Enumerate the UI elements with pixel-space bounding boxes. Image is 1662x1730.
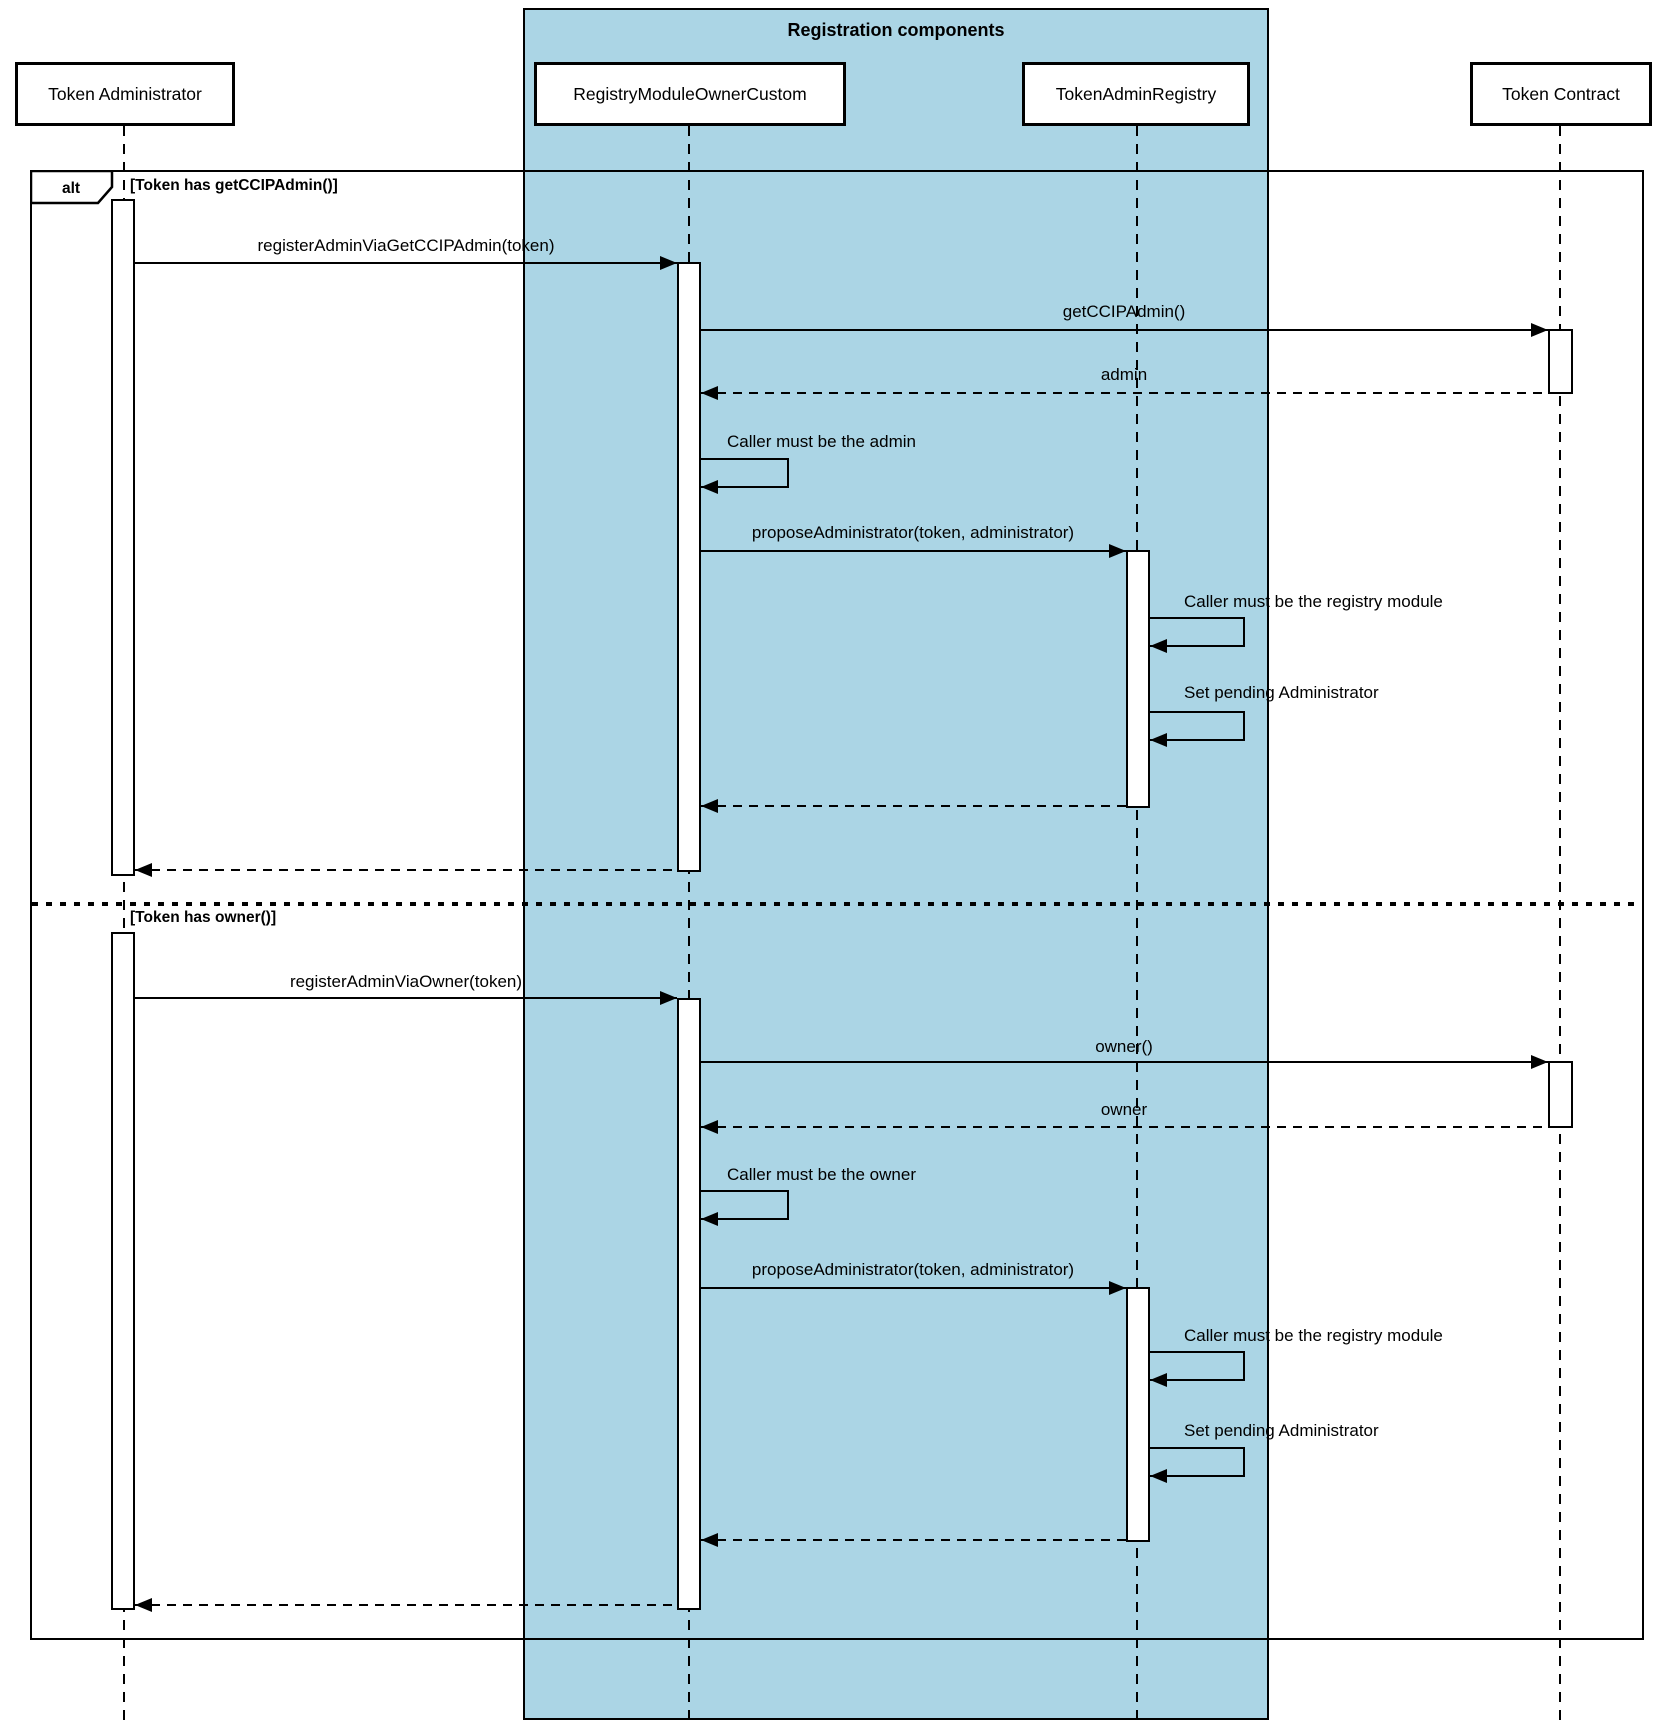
alt-divider xyxy=(32,902,1642,906)
arrowhead-icon xyxy=(1150,1373,1167,1387)
activation-token-admin-registry-2 xyxy=(1126,1287,1150,1542)
message-owner xyxy=(701,1061,1548,1063)
arrowhead-icon xyxy=(135,1598,152,1612)
arrowhead-icon xyxy=(1531,323,1548,337)
activation-token-administrator-2 xyxy=(111,932,135,1610)
self-message-caller-registry-module-1 xyxy=(1150,617,1245,647)
participant-registry-module-owner-custom: RegistryModuleOwnerCustom xyxy=(534,62,846,126)
return-to-registry-module-2 xyxy=(701,1539,1126,1541)
arrowhead-icon xyxy=(1150,1469,1167,1483)
self-message-caller-registry-module-2 xyxy=(1150,1351,1245,1381)
arrowhead-icon xyxy=(1109,544,1126,558)
return-admin xyxy=(701,392,1548,394)
guard-token-has-getccipadmin: [Token has getCCIPAdmin()] xyxy=(130,177,338,194)
message-label-get-ccip-admin: getCCIPAdmin() xyxy=(1062,302,1186,321)
self-message-label-caller-admin: Caller must be the admin xyxy=(727,432,916,451)
self-message-label-set-pending-1: Set pending Administrator xyxy=(1184,683,1379,702)
arrowhead-icon xyxy=(1150,639,1167,653)
message-propose-administrator-1 xyxy=(701,550,1126,552)
activation-registry-module-2 xyxy=(677,998,701,1610)
arrowhead-icon xyxy=(701,1212,718,1226)
arrowhead-icon xyxy=(660,991,677,1005)
self-message-set-pending-administrator-1 xyxy=(1150,711,1245,741)
activation-token-administrator-1 xyxy=(111,199,135,876)
participant-token-contract: Token Contract xyxy=(1470,62,1652,126)
self-message-caller-must-be-owner xyxy=(701,1190,789,1220)
participant-token-administrator: Token Administrator xyxy=(15,62,235,126)
self-message-label-set-pending-2: Set pending Administrator xyxy=(1184,1421,1379,1440)
message-label-register-getccipadmin: registerAdminViaGetCCIPAdmin(token) xyxy=(257,236,555,255)
message-get-ccip-admin xyxy=(701,329,1548,331)
arrowhead-icon xyxy=(135,863,152,877)
self-message-caller-must-be-admin xyxy=(701,458,789,488)
lifeline-token-contract xyxy=(1559,126,1561,1722)
arrowhead-icon xyxy=(701,386,718,400)
alt-frame xyxy=(30,170,1644,1640)
return-to-token-administrator-1 xyxy=(135,869,677,871)
arrowhead-icon xyxy=(1531,1055,1548,1069)
guard-token-has-owner: [Token has owner()] xyxy=(130,909,277,926)
self-message-label-caller-owner: Caller must be the owner xyxy=(727,1165,916,1184)
region-title: Registration components xyxy=(787,20,1005,40)
arrowhead-icon xyxy=(1109,1281,1126,1295)
arrowhead-icon xyxy=(701,1533,718,1547)
self-message-label-registry-module-1: Caller must be the registry module xyxy=(1184,592,1443,611)
message-register-admin-via-owner xyxy=(135,997,677,999)
message-label-propose-administrator-2: proposeAdministrator(token, administrato… xyxy=(751,1260,1075,1279)
alt-operator-pentagon: alt xyxy=(30,170,114,205)
lifeline-registry-module-owner-custom xyxy=(688,126,690,1722)
activation-token-contract-2 xyxy=(1548,1061,1573,1128)
message-label-register-owner: registerAdminViaOwner(token) xyxy=(289,972,523,991)
arrowhead-icon xyxy=(701,480,718,494)
return-owner xyxy=(701,1126,1548,1128)
message-label-propose-administrator-1: proposeAdministrator(token, administrato… xyxy=(751,523,1075,542)
activation-registry-module-1 xyxy=(677,262,701,872)
arrowhead-icon xyxy=(660,256,677,270)
self-message-set-pending-administrator-2 xyxy=(1150,1447,1245,1477)
participant-token-admin-registry: TokenAdminRegistry xyxy=(1022,62,1250,126)
arrowhead-icon xyxy=(701,1120,718,1134)
message-label-owner-call: owner() xyxy=(1095,1037,1153,1056)
lifeline-token-admin-registry xyxy=(1136,126,1138,1722)
lifeline-token-administrator xyxy=(123,126,125,1722)
activation-token-contract-1 xyxy=(1548,329,1573,394)
message-propose-administrator-2 xyxy=(701,1287,1126,1289)
arrowhead-icon xyxy=(1150,733,1167,747)
return-to-token-administrator-2 xyxy=(135,1604,677,1606)
return-to-registry-module-1 xyxy=(701,805,1126,807)
message-register-admin-via-getccipadmin xyxy=(135,262,677,264)
self-message-label-registry-module-2: Caller must be the registry module xyxy=(1184,1326,1443,1345)
alt-operator-label: alt xyxy=(62,180,80,197)
arrowhead-icon xyxy=(701,799,718,813)
return-label-owner: owner xyxy=(1100,1100,1148,1119)
return-label-admin: admin xyxy=(1100,365,1148,384)
activation-token-admin-registry-1 xyxy=(1126,550,1150,808)
